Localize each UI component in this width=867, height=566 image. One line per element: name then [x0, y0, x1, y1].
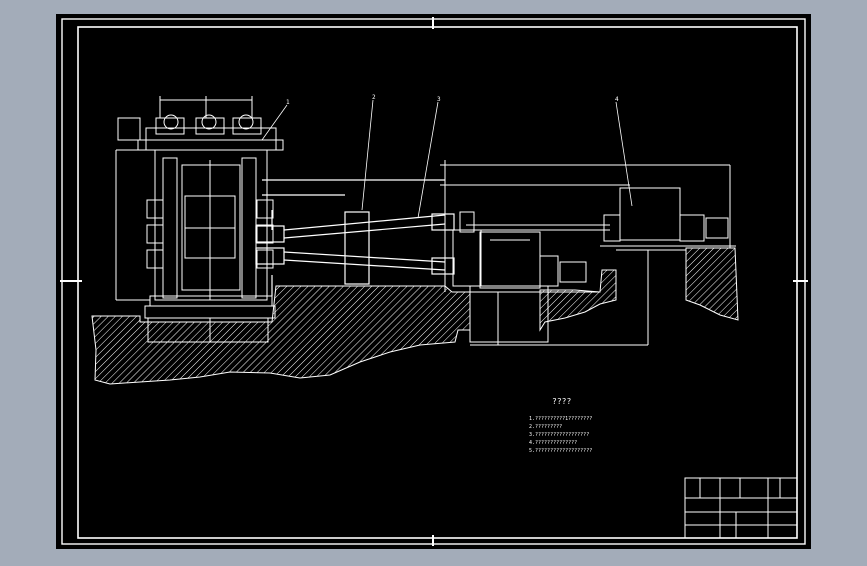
pinion-stand — [440, 160, 736, 346]
callout-3: 3 — [437, 96, 441, 103]
foundation-hatching-3 — [685, 247, 739, 321]
centering-marks — [60, 17, 808, 546]
note-3: 3.?????????????????? — [529, 432, 589, 438]
notes-title: ???? — [552, 397, 571, 406]
callout-leaders — [261, 99, 633, 219]
title-block — [684, 477, 798, 539]
mill-stand — [115, 96, 284, 343]
note-5: 5.??????????????????? — [529, 448, 592, 454]
callout-2: 2 — [372, 94, 376, 101]
note-1: 1.??????????1???????? — [529, 416, 592, 422]
callout-1: 1 — [286, 99, 290, 106]
foundation-hatching — [91, 285, 471, 385]
note-4: 4.?????????????? — [529, 440, 577, 446]
inner-border — [77, 26, 798, 539]
note-2: 2.????????? — [529, 424, 562, 430]
callout-4: 4 — [615, 96, 619, 103]
